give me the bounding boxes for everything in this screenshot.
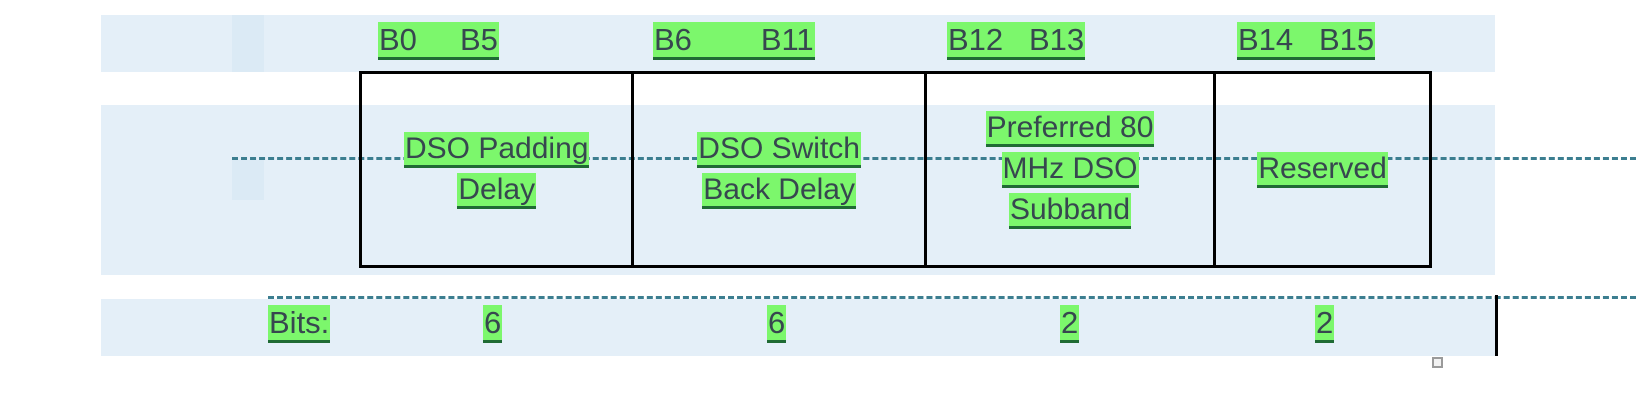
table-cell-dso-switch-back-delay[interactable]: DSO Switch Back Delay [634,74,927,265]
bits-value-text-3: 2 [1315,305,1335,343]
bit-range-label-2: B12 B13 [947,18,1086,62]
table-resize-handle[interactable] [1432,357,1443,368]
cell-line-0-0: DSO Padding [404,131,590,168]
bits-value-text-0: 6 [483,305,503,343]
bit-range-text-3: B14 B15 [1237,22,1376,60]
selection-patch-top [232,15,264,72]
cell-line-2-0: Preferred 80 [985,111,1155,147]
bit-range-label-0: B0 B5 [378,18,499,62]
cell-label-2: Preferred 80 MHz DSO Subband [985,107,1155,232]
cell-line-0-1: Delay [457,172,537,209]
cell-line-1-0: DSO Switch [697,131,861,168]
cell-line-3-0: Reserved [1257,152,1388,188]
table-cell-reserved[interactable]: Reserved [1216,74,1429,265]
text-cursor [1495,295,1498,356]
bits-row-label: Bits: [268,301,331,345]
table-cell-preferred-80-mhz-dso-subband[interactable]: Preferred 80 MHz DSO Subband [927,74,1217,265]
bits-value-2: 2 [1060,301,1080,345]
cell-label-1: DSO Switch Back Delay [697,128,861,212]
bits-value-1: 6 [767,301,787,345]
bit-range-label-1: B6 B11 [653,18,815,62]
cell-label-3: Reserved [1257,148,1388,191]
cell-line-2-1: MHz DSO [1001,152,1139,188]
cell-line-1-1: Back Delay [702,172,856,209]
cell-label-0: DSO Padding Delay [404,128,590,212]
bit-range-text-0: B0 B5 [378,22,499,60]
bits-value-3: 2 [1315,301,1335,345]
cell-line-2-2: Subband [1008,193,1132,229]
bits-value-text-1: 6 [767,305,787,343]
bits-value-0: 6 [483,301,503,345]
bit-range-label-3: B14 B15 [1237,18,1376,62]
bits-value-text-2: 2 [1060,305,1080,343]
bits-label-text: Bits: [268,305,331,343]
alignment-guide-bottom [268,296,1636,299]
bit-range-text-1: B6 B11 [653,22,815,60]
table-cell-dso-padding-delay[interactable]: DSO Padding Delay [362,74,635,265]
selection-patch-middle [232,160,264,200]
bit-range-text-2: B12 B13 [947,22,1086,60]
bitfield-table[interactable]: DSO Padding Delay DSO Switch Back Delay … [359,71,1432,268]
